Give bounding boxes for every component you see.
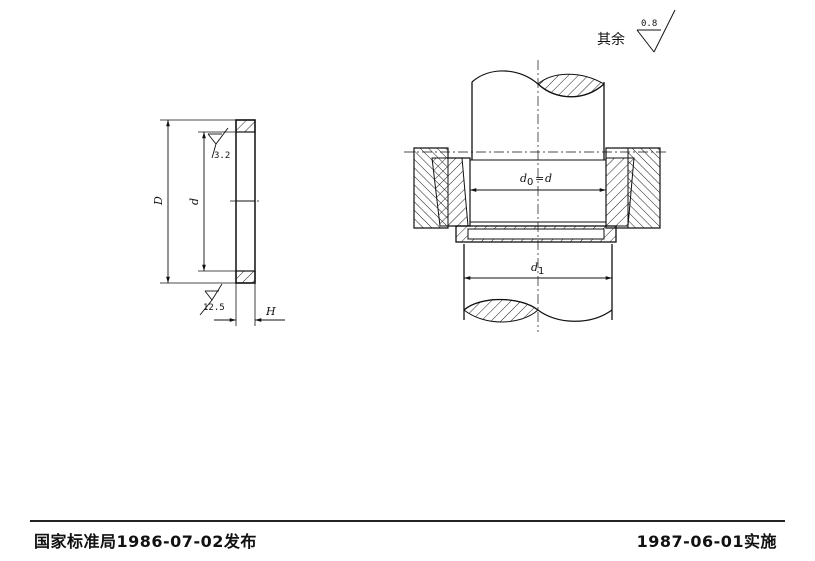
dimension-d1-subscript: 1 <box>538 266 544 277</box>
roughness-note-label: 其余 <box>597 31 625 48</box>
roughness-face-value: 12.5 <box>203 303 225 313</box>
dimension-outer-diameter: D <box>152 196 165 206</box>
dimension-inner-diameter: d <box>188 198 201 205</box>
roughness-symbol-icon <box>636 9 676 53</box>
footer-rule <box>30 520 785 522</box>
general-roughness-note: 其余 0.8 <box>597 9 676 53</box>
effective-date: 1987-06-01实施 <box>636 532 777 551</box>
roughness-note-value: 0.8 <box>641 19 657 29</box>
dimension-thickness: H <box>265 305 276 318</box>
dimension-d0-value: d <box>545 172 552 185</box>
roughness-bore-icon <box>207 127 229 159</box>
roughness-face-icon <box>199 283 223 316</box>
dimension-d0-equals: = <box>535 172 544 185</box>
assembly-section-view: d 0 = d d 1 <box>404 60 666 332</box>
dimension-d0-symbol: d <box>520 172 527 185</box>
washer-section-view: D d 3.2 12.5 H <box>152 119 285 326</box>
roughness-bore-value: 3.2 <box>214 151 230 161</box>
dimension-d0-subscript: 0 <box>527 177 533 188</box>
dimension-d1-symbol: d <box>531 261 538 274</box>
issued-date: 国家标准局1986-07-02发布 <box>34 532 257 551</box>
